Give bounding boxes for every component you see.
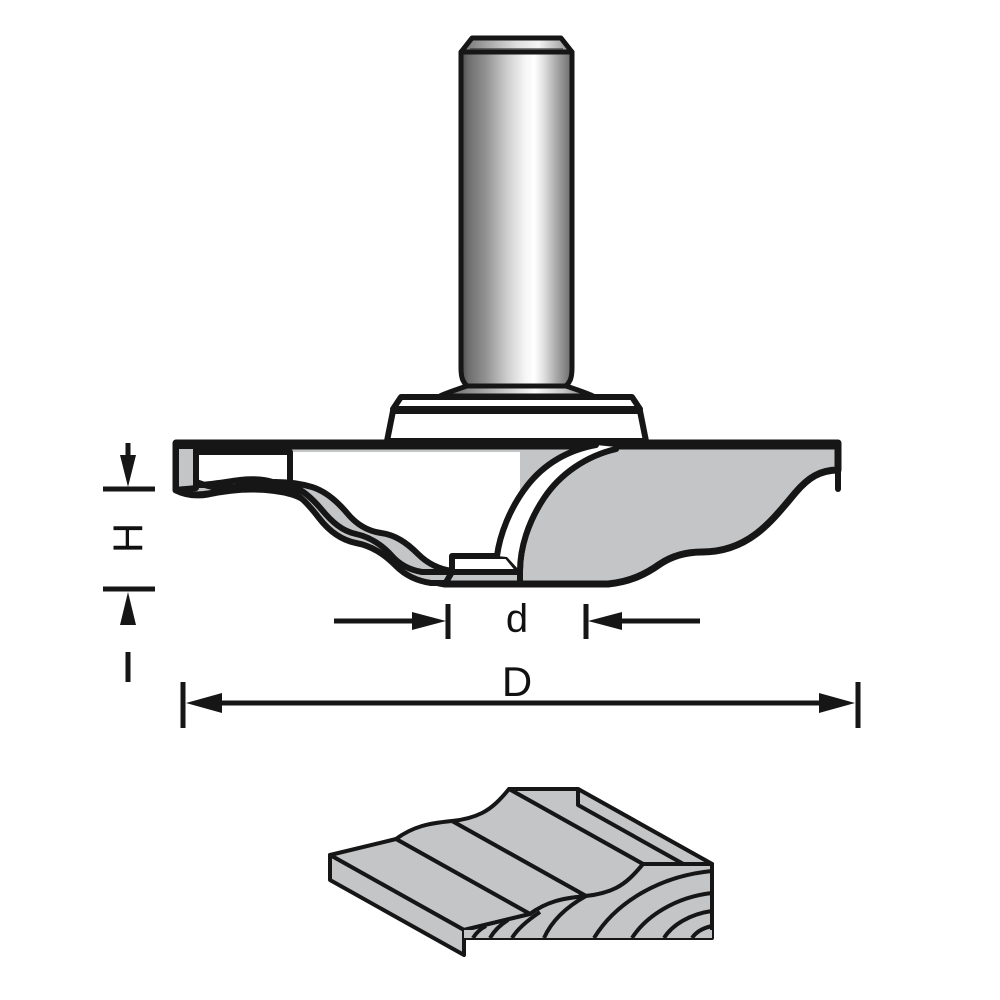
dimension-d: d (334, 597, 700, 641)
dim-H-upper-arrowhead (120, 455, 136, 487)
dim-D-left-arrowhead (186, 693, 222, 713)
wood-grain-profile-echo-4 (471, 924, 487, 940)
wood-grain-rings (471, 869, 713, 940)
cutter-flute-face-line-overlay (517, 446, 619, 574)
dimension-D: D (180, 658, 861, 728)
dim-D-right-arrowhead (819, 693, 855, 713)
collar (384, 394, 649, 444)
wood-grain-profile-echo-3 (488, 918, 510, 940)
dimension-label-D: D (502, 658, 532, 705)
cutter-left-inner-ogee (287, 482, 455, 575)
wood-front-bottom-sliver (464, 930, 712, 938)
dim-d-left-arrowhead (412, 612, 446, 630)
wood-profile-sample (328, 787, 714, 957)
dimension-H: H (103, 443, 155, 682)
wood-grain-ring-3 (662, 909, 713, 940)
cutter-body (172, 439, 842, 588)
dim-H-lower-arrowhead (120, 592, 136, 625)
wood-grain-profile-echo-1 (542, 894, 587, 939)
wood-grain-ring-2 (630, 891, 713, 940)
cutter-flute-secondary-line-overlay (494, 442, 599, 559)
dimension-label-H: H (105, 523, 152, 553)
collar-upper-plate (390, 394, 643, 412)
collar-body (384, 408, 649, 444)
wood-grain-ring-4 (690, 924, 713, 940)
shank-barrel (458, 49, 575, 389)
cutter-left-edge-band (193, 476, 455, 586)
wood-grain-profile-echo-2 (510, 910, 542, 940)
shank (437, 35, 596, 399)
wood-grain-ring-1 (592, 869, 713, 940)
cutter-left-end-cap (173, 443, 199, 493)
cutter-flute-white-sliver (497, 445, 616, 571)
dim-d-right-arrowhead (588, 612, 622, 630)
dimension-label-d: d (506, 597, 528, 641)
wood-left-front-edge (328, 853, 466, 957)
